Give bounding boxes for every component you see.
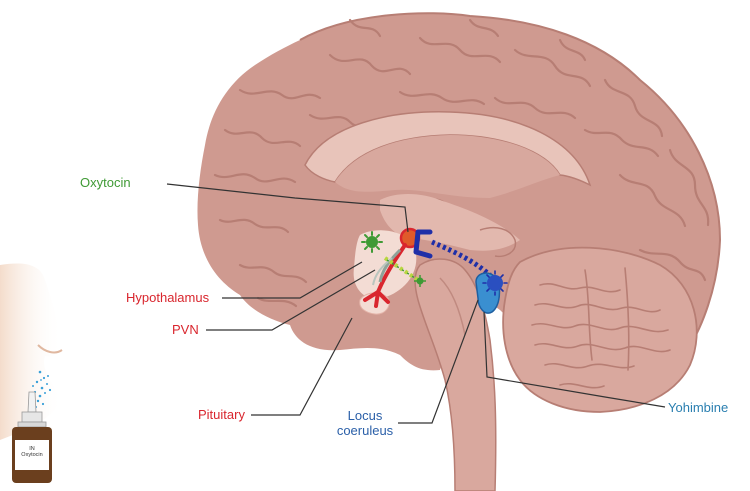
brainstem xyxy=(414,258,497,491)
vial-label-line1: IN xyxy=(29,446,35,452)
nasal-spray-icon xyxy=(12,391,52,483)
label-locus-line2: coeruleus xyxy=(336,423,394,438)
label-pituitary: Pituitary xyxy=(198,407,245,422)
label-oxytocin: Oxytocin xyxy=(80,175,131,190)
label-locus-coeruleus: Locus coeruleus xyxy=(330,408,400,438)
label-hypothalamus: Hypothalamus xyxy=(126,290,210,305)
pvn-neuron xyxy=(363,227,421,308)
label-pvn: PVN xyxy=(172,322,199,337)
cerebellum xyxy=(502,246,698,413)
locus-coeruleus-pathway xyxy=(413,229,508,314)
label-locus-line1: Locus xyxy=(347,408,383,423)
vial-label-line2: Oxytocin xyxy=(21,452,43,458)
oxytocin-molecule-icon xyxy=(361,231,426,287)
gray-pathway xyxy=(372,248,402,286)
vial-label: IN Oxytocin xyxy=(21,446,43,458)
label-yohimbine: Yohimbine xyxy=(668,400,729,415)
label-leader-lines xyxy=(166,183,666,424)
face-profile-icon xyxy=(0,263,63,440)
